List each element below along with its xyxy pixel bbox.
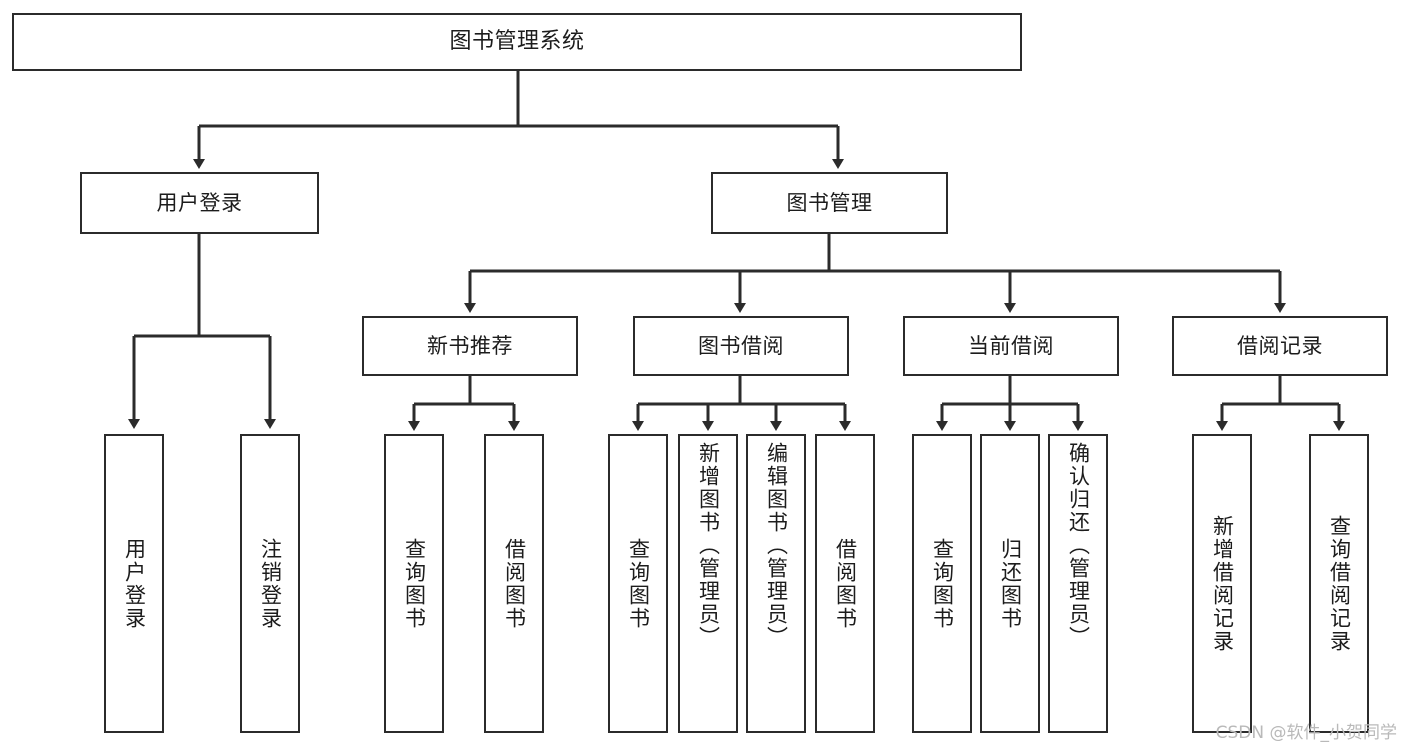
node-book-borrow-label: 图书借阅 <box>698 333 784 358</box>
leaf-user-login-label: 用户登录 <box>122 537 147 630</box>
leaf-confirm-return-admin-label: 确认归还（管理员） <box>1066 442 1091 649</box>
leaf-query-borrow-record-label: 查询借阅记录 <box>1327 514 1352 653</box>
leaf-query-book-borrow-label: 查询图书 <box>626 537 651 630</box>
leaf-logout[interactable]: 注销登录 <box>240 434 300 733</box>
leaf-query-book-newbook-label: 查询图书 <box>402 537 427 630</box>
node-borrow-record[interactable]: 借阅记录 <box>1172 316 1388 376</box>
leaf-confirm-return-admin[interactable]: 确认归还（管理员） <box>1048 434 1108 733</box>
leaf-borrow-book-newbook[interactable]: 借阅图书 <box>484 434 544 733</box>
node-new-book-recommend-label: 新书推荐 <box>427 333 513 358</box>
leaf-query-book-current[interactable]: 查询图书 <box>912 434 972 733</box>
leaf-borrow-book-borrow[interactable]: 借阅图书 <box>815 434 875 733</box>
node-book-management[interactable]: 图书管理 <box>711 172 948 234</box>
leaf-edit-book-admin[interactable]: 编辑图书（管理员） <box>746 434 806 733</box>
leaf-query-borrow-record[interactable]: 查询借阅记录 <box>1309 434 1369 733</box>
leaf-query-book-newbook[interactable]: 查询图书 <box>384 434 444 733</box>
watermark: CSDN @软件_小贺同学 <box>1215 723 1397 743</box>
node-current-borrow-label: 当前借阅 <box>968 333 1054 358</box>
leaf-query-book-current-label: 查询图书 <box>930 537 955 630</box>
node-new-book-recommend[interactable]: 新书推荐 <box>362 316 578 376</box>
leaf-add-borrow-record-label: 新增借阅记录 <box>1210 514 1235 653</box>
node-user-login-label: 用户登录 <box>156 190 243 215</box>
leaf-add-borrow-record[interactable]: 新增借阅记录 <box>1192 434 1252 733</box>
node-book-borrow[interactable]: 图书借阅 <box>633 316 849 376</box>
leaf-return-book[interactable]: 归还图书 <box>980 434 1040 733</box>
node-current-borrow[interactable]: 当前借阅 <box>903 316 1119 376</box>
leaf-add-book-admin-label: 新增图书（管理员） <box>696 442 721 649</box>
leaf-query-book-borrow[interactable]: 查询图书 <box>608 434 668 733</box>
node-root-label: 图书管理系统 <box>449 29 585 54</box>
leaf-logout-label: 注销登录 <box>258 537 283 630</box>
leaf-borrow-book-borrow-label: 借阅图书 <box>833 537 858 630</box>
leaf-return-book-label: 归还图书 <box>998 537 1023 630</box>
node-root[interactable]: 图书管理系统 <box>12 13 1022 71</box>
leaf-user-login[interactable]: 用户登录 <box>104 434 164 733</box>
node-user-login[interactable]: 用户登录 <box>80 172 319 234</box>
node-book-management-label: 图书管理 <box>786 190 873 215</box>
node-borrow-record-label: 借阅记录 <box>1237 333 1323 358</box>
leaf-edit-book-admin-label: 编辑图书（管理员） <box>764 442 789 649</box>
leaf-borrow-book-newbook-label: 借阅图书 <box>502 537 527 630</box>
leaf-add-book-admin[interactable]: 新增图书（管理员） <box>678 434 738 733</box>
